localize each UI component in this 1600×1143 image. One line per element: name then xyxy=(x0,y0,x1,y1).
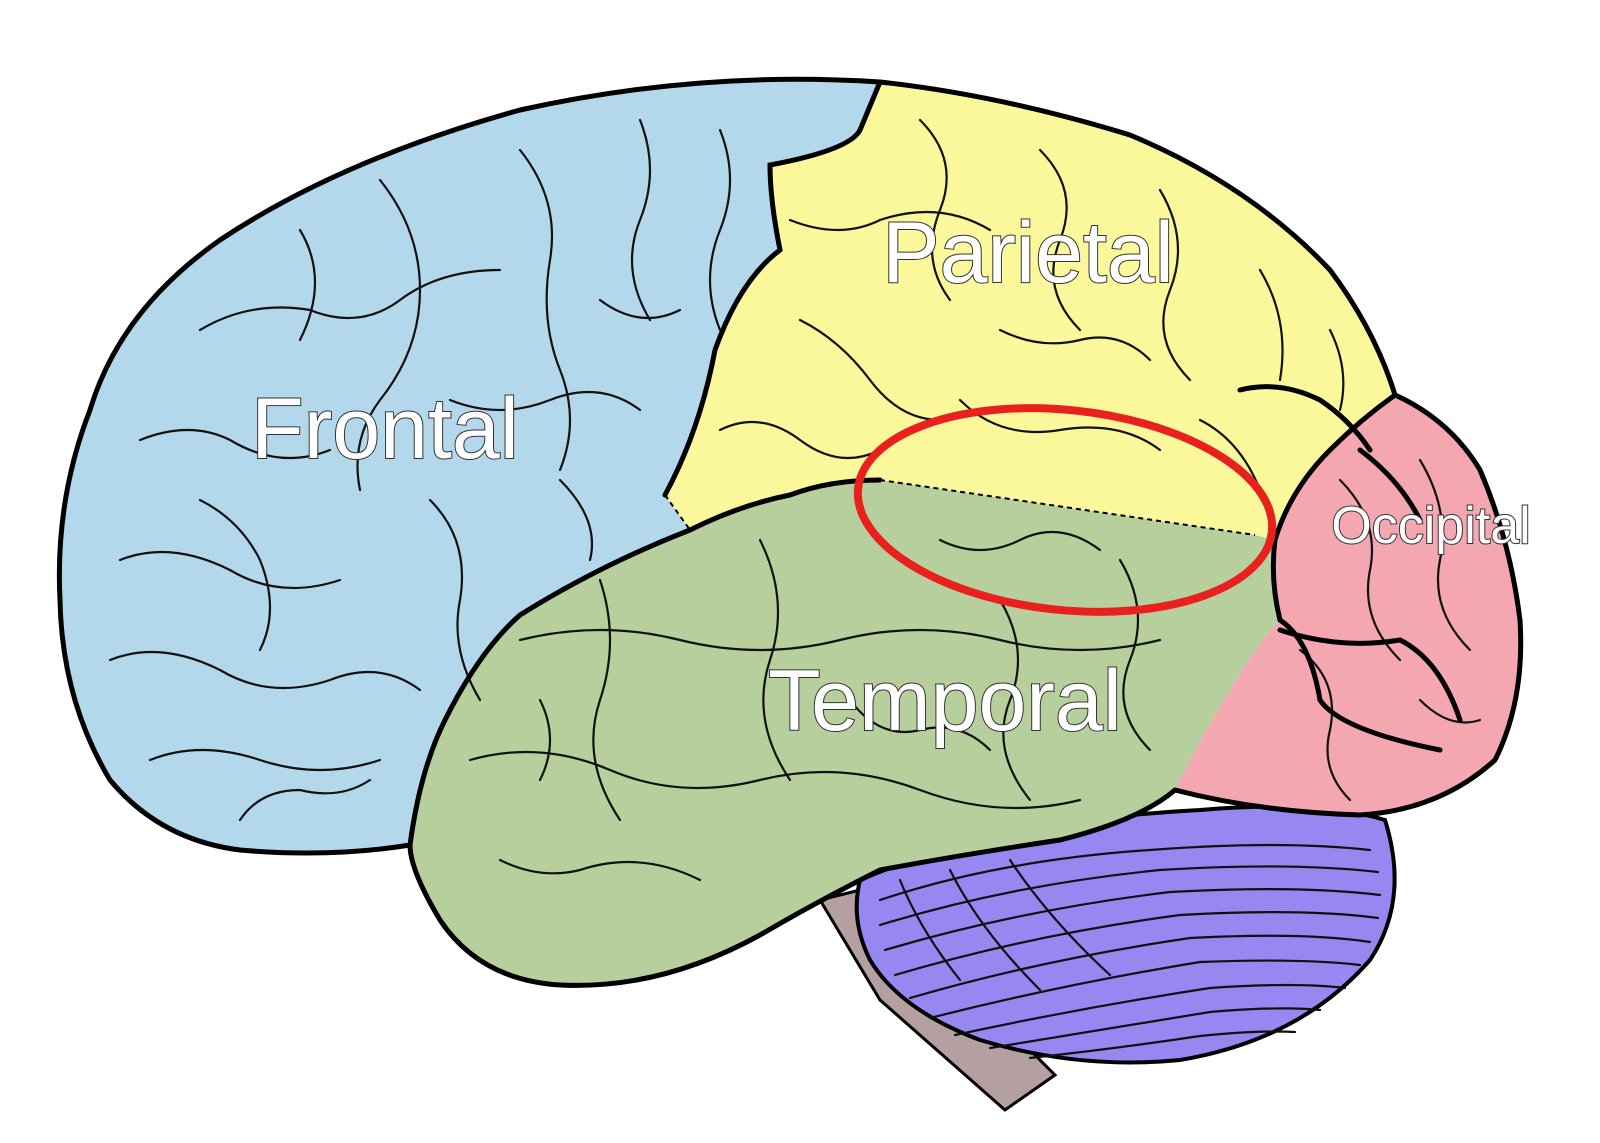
label-frontal: Frontal xyxy=(251,381,519,477)
temporal-gyri xyxy=(468,530,1162,882)
frontal-gyri xyxy=(108,118,732,822)
frontal-lobe xyxy=(59,79,880,854)
central-sulcus xyxy=(662,79,883,498)
preoccipital-sulcus xyxy=(1277,627,1463,723)
occipital-lateral-sulcus xyxy=(1357,447,1423,523)
frontal-parietal-dashed-boundary xyxy=(664,494,691,531)
label-occipital: Occipital xyxy=(1331,497,1530,555)
label-parietal: Parietal xyxy=(882,205,1174,301)
cerebellum xyxy=(854,804,1397,1065)
highlight-ellipse xyxy=(853,404,1277,616)
lateral-sulcus xyxy=(407,477,883,848)
parietal-intraparietal-sulcus xyxy=(1237,384,1373,453)
cerebrum-outline xyxy=(56,76,1524,988)
label-temporal: Temporal xyxy=(768,653,1122,749)
parietal-gyri xyxy=(718,118,1345,492)
parietal-temporal-boundary xyxy=(879,479,1256,536)
cerebellum-folia xyxy=(878,843,1382,1060)
occipital-lobe xyxy=(1175,395,1521,815)
occipital-gyri xyxy=(1298,458,1482,802)
parietal-lobe xyxy=(665,82,1395,540)
parieto-occipital-sulcus xyxy=(1270,392,1443,753)
